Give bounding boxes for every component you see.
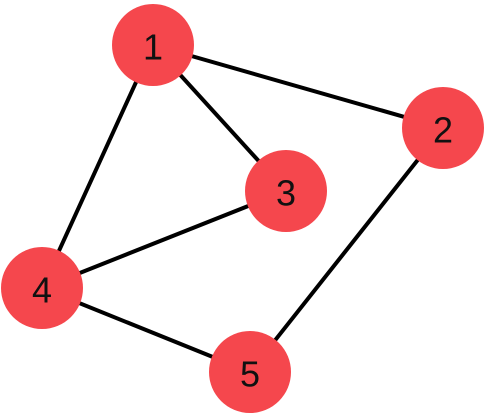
node-4: 4 — [1, 247, 83, 329]
node-label-5: 5 — [240, 354, 260, 395]
edges-layer — [40, 43, 445, 374]
node-circle-2 — [402, 87, 484, 169]
node-label-2: 2 — [433, 110, 453, 151]
edge-1-4 — [40, 43, 155, 290]
node-2: 2 — [402, 87, 484, 169]
node-circle-4 — [1, 247, 83, 329]
node-circle-1 — [112, 4, 194, 86]
node-label-3: 3 — [276, 173, 296, 214]
edge-5-2 — [248, 126, 445, 374]
node-5: 5 — [209, 331, 291, 413]
node-circle-5 — [209, 331, 291, 413]
edge-3-4 — [40, 189, 288, 290]
node-label-4: 4 — [32, 270, 52, 311]
edge-1-2 — [151, 43, 445, 130]
node-1: 1 — [112, 4, 194, 86]
node-circle-3 — [245, 150, 327, 232]
node-3: 3 — [245, 150, 327, 232]
node-label-1: 1 — [143, 27, 163, 68]
nodes-layer: 1 2 3 4 5 — [1, 4, 484, 413]
